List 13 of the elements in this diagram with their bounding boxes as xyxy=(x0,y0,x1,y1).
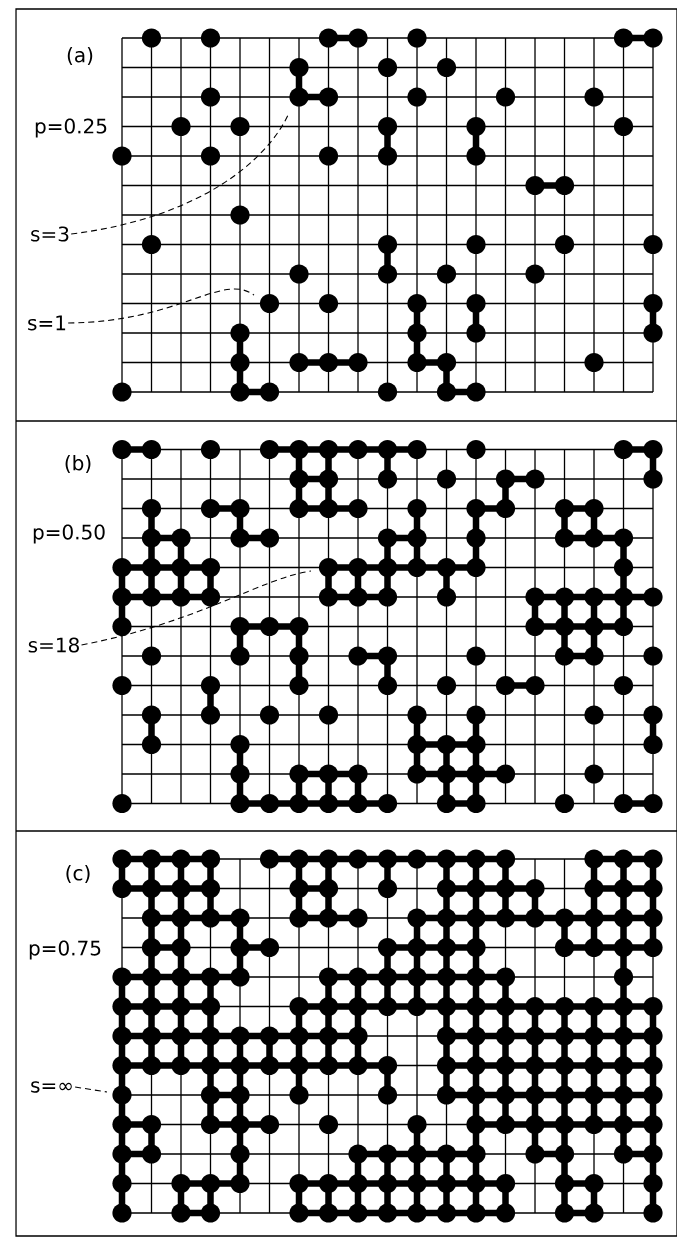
leader-line xyxy=(80,570,312,646)
cluster-size-label: s=18 xyxy=(28,637,79,653)
panel-label: (a) xyxy=(67,47,93,65)
cluster-size-label: s=1 xyxy=(28,315,66,331)
cluster-size-label: s=3 xyxy=(31,226,69,242)
leader-line xyxy=(74,1086,108,1093)
leader-line xyxy=(67,288,255,324)
probability-label: p=0.25 xyxy=(35,118,107,138)
probability-label: p=0.75 xyxy=(29,940,101,960)
panel-label: (b) xyxy=(65,455,91,473)
probability-label: p=0.50 xyxy=(33,524,105,544)
cluster-size-label: s=∞ xyxy=(31,1081,72,1093)
panel-label: (c) xyxy=(66,865,90,883)
